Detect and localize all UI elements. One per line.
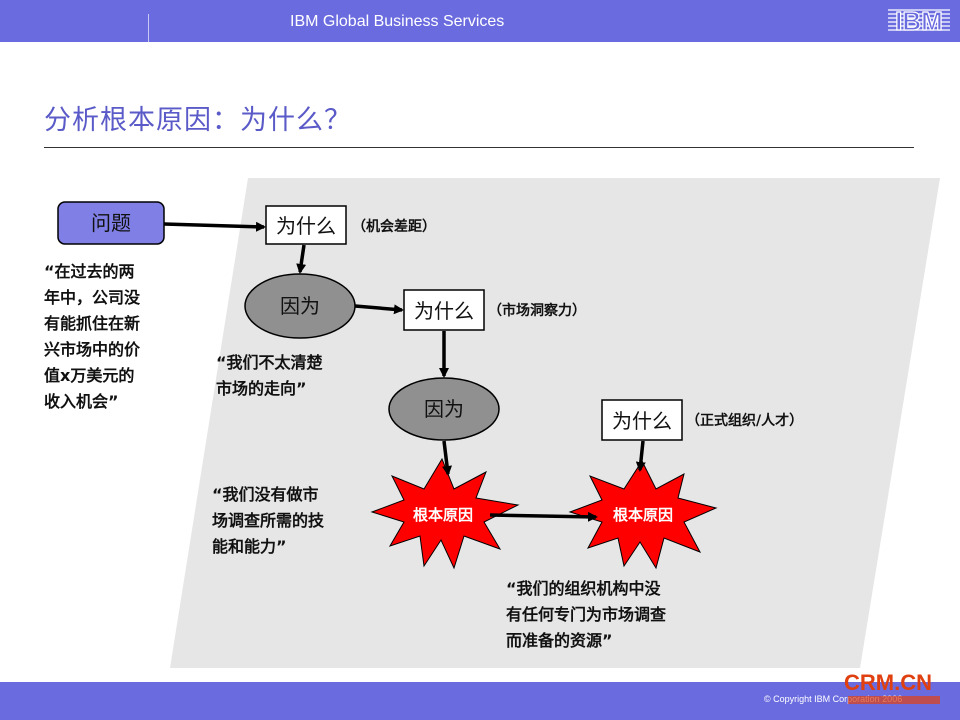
problem-quote-line: 兴市场中的价 [44, 340, 141, 359]
problem-quote-line: 收入机会” [44, 392, 119, 411]
why-2-note: （市场洞察力） [488, 303, 586, 319]
root-cause-burst-1 [370, 457, 520, 570]
arrow-because1-to-why2 [354, 304, 404, 315]
why-3-note: （正式组织/人才） [686, 413, 804, 429]
because-oval-2-label: 因为 [424, 397, 464, 421]
root-cause-1-label: 根本原因 [412, 506, 473, 524]
problem-quote-line: 有能抓住在新 [44, 314, 141, 333]
why-1-note: （机会差距） [352, 219, 436, 235]
why-box-2 [403, 289, 485, 331]
arrow-why3-to-root2 [635, 440, 646, 472]
copyright-text: © Copyright IBM Corporation 2006 [764, 694, 903, 704]
why-box-2-label: 为什么 [414, 299, 474, 323]
crm-watermark-text: CRM.CN [844, 670, 932, 695]
ibm-logo-text: IBM [895, 6, 943, 35]
problem-box [57, 201, 165, 245]
arrow-because2-to-root1 [442, 440, 453, 476]
problem-box-label: 问题 [91, 211, 131, 235]
root-cause-2-quote: “我们的组织机构中没 有任何专门为市场调查 而准备的资源” [506, 576, 666, 654]
because-1-quote-line: 市场的走向” [216, 379, 307, 398]
because-2-quote: “我们没有做市 场调查所需的技 能和能力” [212, 482, 324, 560]
problem-quote-line: 值x万美元的 [44, 366, 135, 385]
arrow-root1-to-root2 [489, 511, 598, 522]
problem-quote-line: 年中，公司没 [44, 288, 141, 307]
why-box-3 [601, 399, 683, 441]
title-rule [44, 147, 914, 148]
problem-quote: “在过去的两 年中，公司没 有能抓住在新 兴市场中的价 值x万美元的 收入机会” [44, 259, 140, 415]
header-divider [148, 14, 149, 42]
header-brand-text: IBM Global Business Services [290, 13, 505, 30]
because-1-quote: “我们不太清楚 市场的走向” [216, 350, 323, 402]
why-box-1-label: 为什么 [276, 214, 336, 238]
because-2-quote-line: 能和能力” [212, 537, 287, 556]
arrow-problem-to-why1 [163, 221, 266, 232]
root-cause-2-quote-line: 有任何专门为市场调查 [506, 605, 667, 624]
ibm-logo-icon: IBM [888, 5, 950, 35]
footer-bar [0, 682, 960, 720]
root-cause-2-label: 根本原因 [612, 506, 673, 524]
root-cause-2-quote-line: 而准备的资源” [506, 631, 613, 650]
root-cause-burst-2 [568, 459, 718, 570]
because-1-quote-line: “我们不太清楚 [216, 353, 323, 372]
because-2-quote-line: 场调查所需的技 [212, 511, 325, 530]
because-oval-1-label: 因为 [280, 294, 320, 318]
why-box-3-label: 为什么 [612, 409, 672, 433]
page-title: 分析根本原因：为什么？ [44, 105, 352, 136]
header-bar: IBM Global Business Services IBM [0, 0, 960, 42]
problem-quote-line: “在过去的两 [44, 262, 135, 281]
why-box-1 [265, 205, 347, 245]
because-2-quote-line: “我们没有做市 [212, 485, 319, 504]
background-panel [170, 178, 940, 668]
arrow-why1-to-because1 [296, 244, 307, 274]
root-cause-2-quote-line: “我们的组织机构中没 [506, 579, 661, 598]
crm-watermark-logo-icon: CRM.CN [844, 670, 940, 704]
because-oval-2 [388, 377, 500, 441]
